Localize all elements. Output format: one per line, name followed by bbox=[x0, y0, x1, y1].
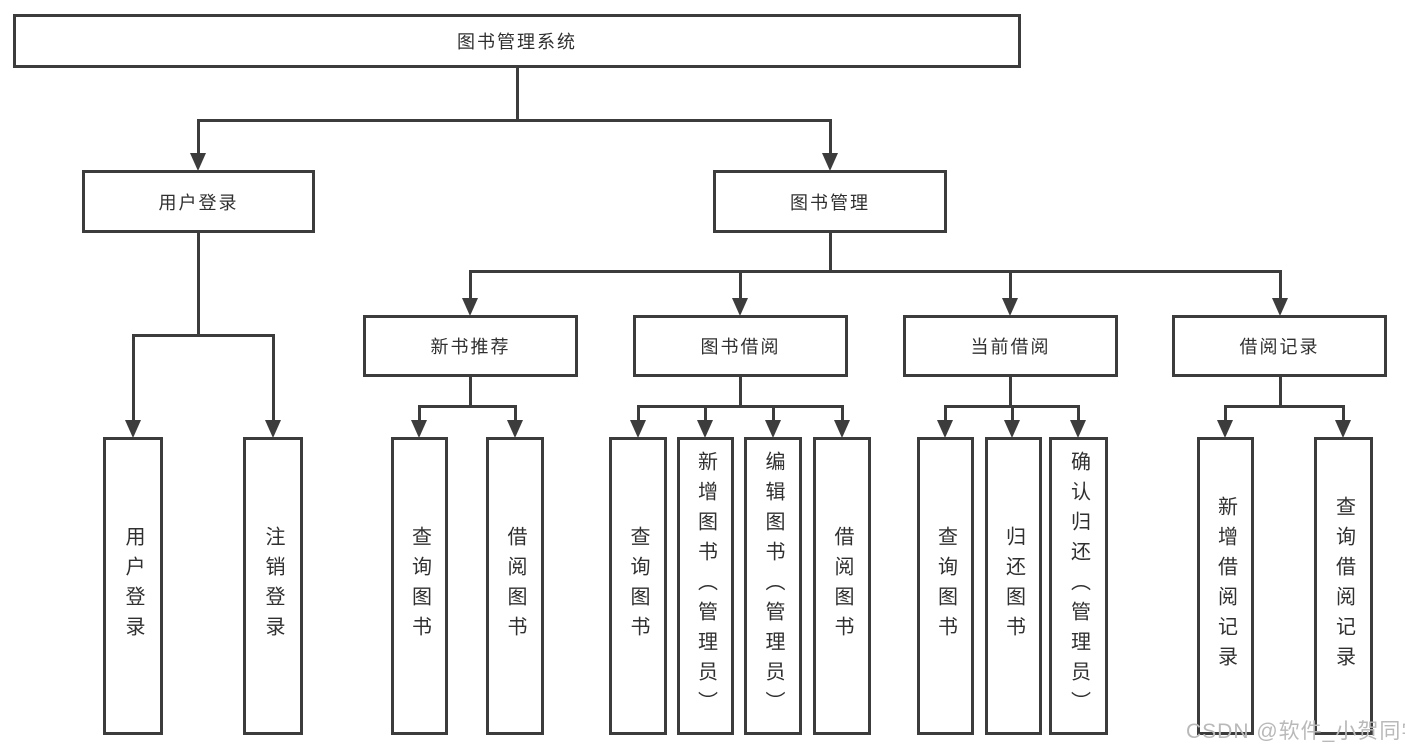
node-label: 借阅图书 bbox=[504, 526, 526, 646]
node-label: 图书借阅 bbox=[700, 337, 781, 357]
node-current-borrowing: 当前借阅 bbox=[903, 315, 1118, 377]
leaf-cb-query-books: 查询图书 bbox=[917, 437, 974, 735]
node-label: 用户登录 bbox=[122, 526, 144, 646]
connector-hline bbox=[197, 119, 831, 122]
connector-vline bbox=[1342, 405, 1345, 422]
leaf-bb-add-books-admin: 新增图书（管理员） bbox=[677, 437, 734, 735]
watermark-text: CSDN @软件_小贺同学 bbox=[1186, 720, 1405, 743]
arrow-down-icon bbox=[462, 298, 478, 316]
arrow-down-icon bbox=[1002, 298, 1018, 316]
node-borrowing-records: 借阅记录 bbox=[1172, 315, 1387, 377]
node-label: 查询图书 bbox=[934, 526, 957, 646]
connector-vline bbox=[1009, 270, 1012, 301]
arrow-down-icon bbox=[765, 420, 781, 438]
arrow-down-icon bbox=[1217, 420, 1233, 438]
arrow-down-icon bbox=[1004, 420, 1020, 438]
leaf-nb-borrow-books: 借阅图书 bbox=[486, 437, 544, 735]
arrow-down-icon bbox=[697, 420, 713, 438]
connector-vline bbox=[469, 377, 472, 408]
node-label: 图书管理 bbox=[790, 192, 870, 213]
node-label: 编辑图书（管理员） bbox=[762, 451, 784, 721]
leaf-cb-return-books: 归还图书 bbox=[985, 437, 1042, 735]
arrow-down-icon bbox=[630, 420, 646, 438]
connector-vline bbox=[1279, 270, 1282, 301]
leaf-br-add-record: 新增借阅记录 bbox=[1197, 437, 1254, 735]
node-book-management: 图书管理 bbox=[713, 170, 947, 233]
connector-vline bbox=[739, 377, 742, 408]
node-label: 查询借阅记录 bbox=[1332, 496, 1355, 676]
arrow-down-icon bbox=[732, 298, 748, 316]
node-label: 归还图书 bbox=[1002, 526, 1025, 646]
node-label: 当前借阅 bbox=[970, 337, 1051, 357]
connector-vline bbox=[772, 405, 775, 422]
leaf-logout: 注销登录 bbox=[243, 437, 303, 735]
connector-vline bbox=[418, 405, 421, 422]
connector-vline bbox=[1224, 405, 1227, 422]
arrow-down-icon bbox=[1272, 298, 1288, 316]
connector-vline bbox=[704, 405, 707, 422]
node-library-management-system: 图书管理系统 bbox=[13, 14, 1021, 68]
node-label: 新书推荐 bbox=[430, 337, 511, 357]
connector-hline bbox=[418, 405, 517, 408]
node-user-login: 用户登录 bbox=[82, 170, 315, 233]
connector-vline bbox=[1009, 377, 1012, 408]
connector-vline bbox=[841, 405, 844, 422]
connector-vline bbox=[1279, 377, 1282, 408]
node-label: 查询图书 bbox=[408, 526, 431, 646]
connector-vline bbox=[944, 405, 947, 422]
connector-hline bbox=[132, 334, 275, 337]
leaf-br-query-record: 查询借阅记录 bbox=[1314, 437, 1373, 735]
arrow-down-icon bbox=[1335, 420, 1351, 438]
node-label: 图书管理系统 bbox=[457, 32, 577, 52]
node-label: 借阅图书 bbox=[831, 526, 853, 646]
connector-vline bbox=[1011, 405, 1014, 422]
connector-vline bbox=[197, 119, 200, 155]
leaf-cb-confirm-return-admin: 确认归还（管理员） bbox=[1049, 437, 1108, 735]
arrow-down-icon bbox=[507, 420, 523, 438]
node-label: 新增借阅记录 bbox=[1214, 496, 1237, 676]
connector-vline bbox=[514, 405, 517, 422]
connector-vline bbox=[197, 233, 200, 337]
node-label: 新增图书（管理员） bbox=[694, 451, 717, 721]
connector-vline bbox=[829, 233, 832, 272]
connector-hline bbox=[469, 270, 1282, 273]
connector-vline bbox=[829, 119, 832, 155]
connector-hline bbox=[1224, 405, 1345, 408]
arrow-down-icon bbox=[834, 420, 850, 438]
arrow-down-icon bbox=[411, 420, 427, 438]
connector-vline bbox=[1077, 405, 1080, 422]
connector-hline bbox=[637, 405, 844, 408]
node-label: 借阅记录 bbox=[1239, 337, 1320, 357]
node-book-borrowing: 图书借阅 bbox=[633, 315, 848, 377]
arrow-down-icon bbox=[822, 153, 838, 171]
arrow-down-icon bbox=[937, 420, 953, 438]
node-new-book-recommend: 新书推荐 bbox=[363, 315, 578, 377]
node-label: 注销登录 bbox=[262, 526, 284, 646]
arrow-down-icon bbox=[265, 420, 281, 438]
connector-vline bbox=[637, 405, 640, 422]
connector-vline bbox=[516, 68, 519, 122]
arrow-down-icon bbox=[125, 420, 141, 438]
node-label: 用户登录 bbox=[158, 192, 239, 213]
connector-vline bbox=[272, 334, 275, 421]
leaf-nb-query-books: 查询图书 bbox=[391, 437, 448, 735]
leaf-user-login: 用户登录 bbox=[103, 437, 163, 735]
arrow-down-icon bbox=[1070, 420, 1086, 438]
connector-vline bbox=[739, 270, 742, 301]
node-label: 查询图书 bbox=[627, 526, 649, 646]
connector-vline bbox=[132, 334, 135, 421]
connector-vline bbox=[469, 270, 472, 301]
node-label: 确认归还（管理员） bbox=[1067, 451, 1090, 721]
leaf-bb-borrow-books: 借阅图书 bbox=[813, 437, 871, 735]
leaf-bb-query-books: 查询图书 bbox=[609, 437, 667, 735]
arrow-down-icon bbox=[190, 153, 206, 171]
leaf-bb-edit-books-admin: 编辑图书（管理员） bbox=[744, 437, 802, 735]
